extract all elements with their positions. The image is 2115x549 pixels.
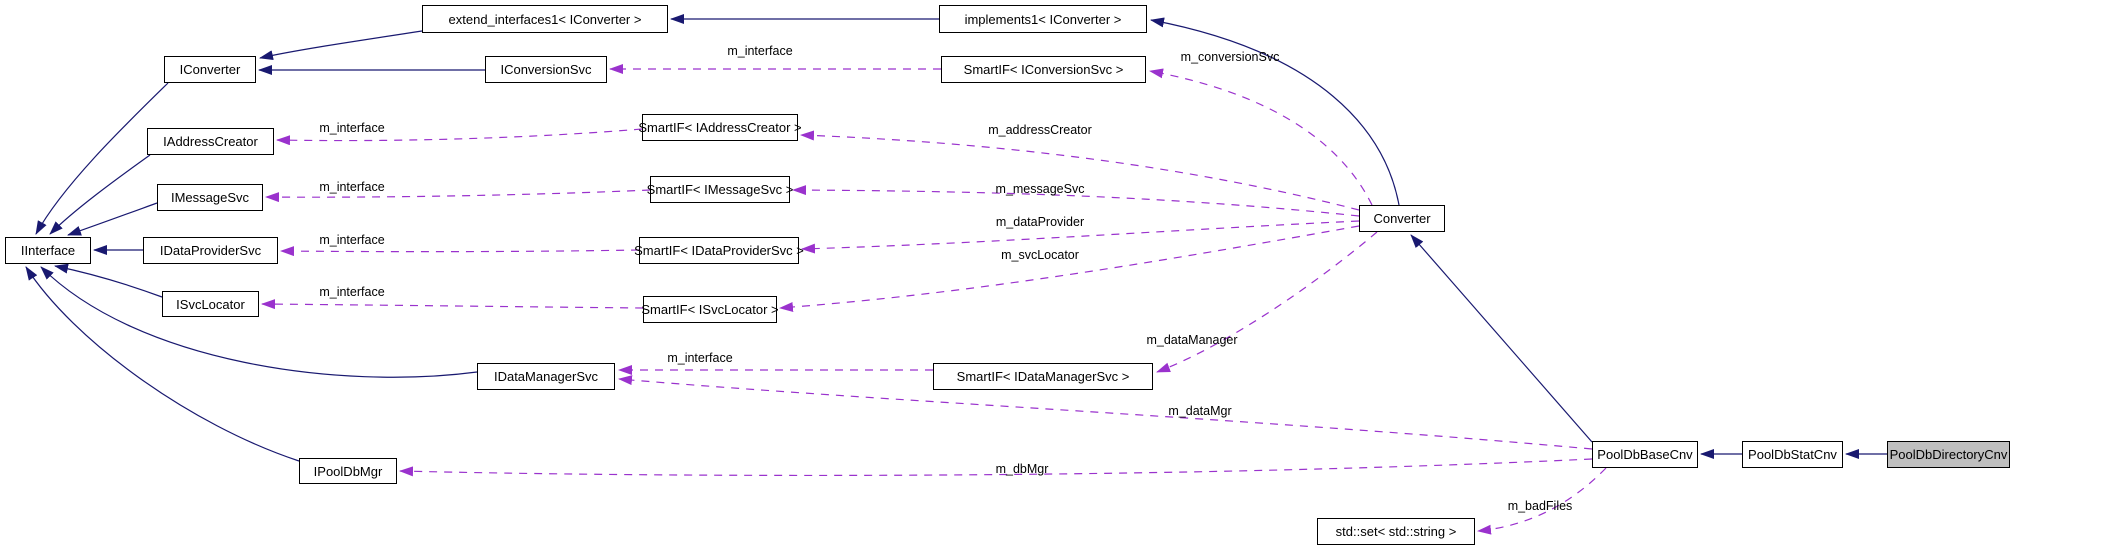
edge-pooldbbasecnv-to-idatamanagersvc	[618, 375, 1593, 450]
node-smartif-idataprovidersvc[interactable]: SmartIF< IDataProviderSvc >	[634, 237, 804, 264]
edge-pooldbbasecnv-to-ipooldbmgr	[399, 458, 1593, 477]
node-pooldbdirectorycnv: PoolDbDirectoryCnv	[1887, 441, 2010, 468]
node-implements1[interactable]: implements1< IConverter >	[939, 5, 1147, 33]
node-smartif-iaddresscreator[interactable]: SmartIF< IAddressCreator >	[638, 114, 802, 141]
edge-label-m-interface-idatamanagersvc: m_interface	[667, 351, 733, 365]
edge-iconverter-to-iinterface	[35, 82, 169, 235]
edge-smartif-imessagesvc-to-imessagesvc	[265, 189, 651, 203]
node-smartif-idatamanagersvc[interactable]: SmartIF< IDataManagerSvc >	[933, 363, 1153, 390]
node-converter[interactable]: Converter	[1359, 205, 1445, 232]
node-pooldbstatcnv[interactable]: PoolDbStatCnv	[1742, 441, 1843, 468]
edge-label-m-interface-imessagesvc: m_interface	[319, 180, 385, 194]
edge-isvclocator-to-iinterface	[54, 263, 163, 298]
edge-smartif-idataprovidersvc-to-idataprovidersvc	[280, 246, 640, 257]
edge-label-m-interface-idataprovidersvc: m_interface	[319, 233, 385, 247]
node-idatamanagersvc[interactable]: IDataManagerSvc	[477, 363, 615, 390]
edge-label-m-conversionsvc: m_conversionSvc	[1180, 50, 1280, 64]
edge-label-m-interface-iconversionsvc: m_interface	[727, 44, 793, 58]
edge-iaddresscreator-to-iinterface	[49, 154, 151, 235]
node-smartif-isvclocator[interactable]: SmartIF< ISvcLocator >	[641, 296, 779, 323]
edge-label-m-messagesvc: m_messageSvc	[995, 182, 1085, 196]
edge-imessagesvc-to-iinterface	[67, 202, 158, 236]
edge-label-m-svclocator: m_svcLocator	[1001, 248, 1079, 262]
node-pooldbbasecnv[interactable]: PoolDbBaseCnv	[1592, 441, 1698, 468]
edge-converter-to-implements1	[1150, 17, 1400, 206]
edge-idatamanagersvc-to-iinterface	[40, 266, 478, 378]
edge-converter-to-smartif-iaddresscreator	[800, 130, 1360, 211]
edge-label-m-interface-iaddresscreator: m_interface	[319, 121, 385, 135]
node-iaddresscreator[interactable]: IAddressCreator	[147, 128, 274, 155]
edge-extend-interfaces1-to-iconverter	[259, 30, 423, 61]
edge-label-m-datamanager: m_dataManager	[1146, 333, 1238, 347]
edge-label-m-dataprovider: m_dataProvider	[995, 215, 1085, 229]
edge-ipooldbmgr-to-iinterface	[25, 266, 300, 462]
node-isvclocator[interactable]: ISvcLocator	[162, 291, 259, 317]
edge-label-m-dbmgr: m_dbMgr	[995, 462, 1049, 476]
node-iconversionsvc[interactable]: IConversionSvc	[485, 56, 607, 83]
edge-label-m-interface-isvclocator: m_interface	[319, 285, 385, 299]
node-iconverter[interactable]: IConverter	[164, 56, 256, 83]
node-idataprovidersvc[interactable]: IDataProviderSvc	[143, 237, 278, 264]
node-extend-interfaces1[interactable]: extend_interfaces1< IConverter >	[422, 5, 668, 33]
edge-smartif-iaddresscreator-to-iaddresscreator	[276, 128, 643, 146]
node-iinterface[interactable]: IInterface	[5, 237, 91, 264]
node-imessagesvc[interactable]: IMessageSvc	[157, 184, 263, 211]
edge-label-m-badfiles: m_badFiles	[1507, 499, 1573, 513]
edge-label-m-addresscreator: m_addressCreator	[988, 123, 1092, 137]
node-smartif-imessagesvc[interactable]: SmartIF< IMessageSvc >	[647, 176, 793, 203]
edge-converter-to-smartif-isvclocator	[779, 225, 1360, 313]
node-smartif-iconversionsvc[interactable]: SmartIF< IConversionSvc >	[941, 56, 1146, 83]
edge-smartif-isvclocator-to-isvclocator	[261, 299, 644, 310]
edge-label-m-datamgr: m_dataMgr	[1168, 404, 1232, 418]
edge-converter-to-smartif-iconversionsvc	[1149, 68, 1373, 206]
edge-converter-to-smartif-idatamanagersvc	[1156, 231, 1378, 373]
edge-pooldbbasecnv-to-converter	[1410, 234, 1593, 443]
node-stdset-stdstring[interactable]: std::set< std::string >	[1317, 518, 1475, 545]
edge-pooldbbasecnv-to-stdset	[1477, 467, 1607, 535]
node-ipooldbmgr[interactable]: IPoolDbMgr	[299, 458, 397, 484]
edge-converter-to-smartif-imessagesvc	[792, 185, 1360, 217]
edge-converter-to-smartif-idataprovidersvc	[801, 220, 1360, 254]
